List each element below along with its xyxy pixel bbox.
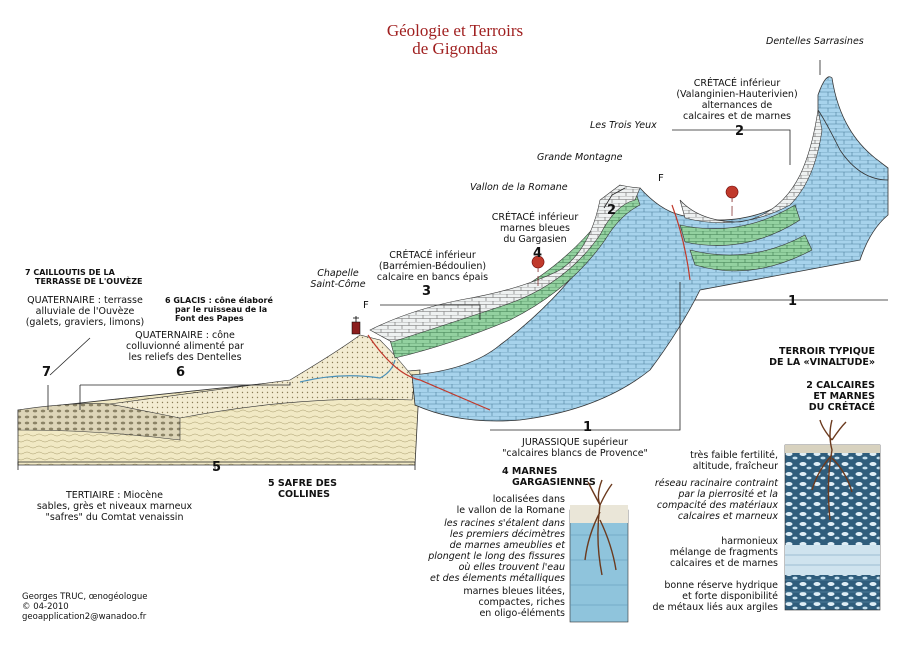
terroir-7: 7 CAILLOUTIS DE LA TERRASSE DE L'OUVÈZE [25,268,143,286]
terroir-6: 6 GLACIS : cône élaboré par le ruisseau … [165,296,273,323]
terroir-5: 5 SAFRE DES COLLINES [268,478,337,500]
cretace-top: très faible fertilité, altitude, fraîche… [690,450,778,472]
label-tertiaire: TERTIAIRE : Miocène sables, grès et nive… [36,490,193,523]
label-chapelle: Chapelle Saint-Côme [310,268,366,290]
number-6: 6 [176,365,186,380]
number-2-top: 2 [735,124,745,139]
label-barremien: CRÉTACÉ inférieur (Barrémien-Bédoulien) … [376,250,489,283]
fault-line-east [671,204,691,281]
gargasien-roots: les racines s'étalent dans les premiers … [428,518,565,584]
label-jurassique: JURASSIQUE supérieur "calcaires blancs d… [502,437,648,459]
number-1-right: 1 [788,294,798,309]
fault-label-west: F [363,300,369,311]
terroir-typique: TERROIR TYPIQUE DE LA «VINALTUDE» [769,346,875,368]
number-7: 7 [42,365,52,380]
number-5: 5 [212,460,222,475]
label-gargasien: CRÉTACÉ inférieur marnes bleues du Garga… [491,212,579,245]
colluvial-cone-layer [109,334,416,419]
fault-label-east: F [658,173,664,184]
number-1-bottom: 1 [583,420,593,435]
location-marker-icon [725,185,739,217]
location-marker-icon [531,255,545,287]
marl-band-3 [689,234,813,272]
number-2-mid: 2 [607,203,617,218]
fault-line-west [367,334,491,411]
gargasien-bottom: marnes bleues litées, compactes, riches … [463,586,565,619]
cretace-mid: harmonieux mélange de fragments calcaire… [669,536,778,569]
number-3: 3 [422,284,432,299]
terroir-4: 4 MARNES GARGASIENNES [502,466,596,488]
gargasien-loc: localisées dans le vallon de la Romane [456,494,565,516]
label-trois-yeux: Les Trois Yeux [590,120,657,131]
vine-root-icon [811,419,853,521]
label-valanginien: CRÉTACÉ inférieur (Valanginien-Hauterivi… [676,78,798,122]
credits: Georges TRUC, œnogéologue © 04-2010 geoa… [22,592,148,622]
label-grande-montagne: Grande Montagne [537,152,623,163]
marl-band-2 [679,204,801,246]
cretaceous-soil-profile [784,444,881,611]
label-dentelles: Dentelles Sarrasines [766,36,864,47]
cretace-bottom: bonne réserve hydrique et forte disponib… [652,580,778,613]
label-quaternaire-cone: QUATERNAIRE : cône colluvionné alimenté … [126,330,244,363]
vine-root-icon [584,479,617,576]
gargasian-soil-profile [569,509,629,623]
page-title: Géologie et Terroirs de Gigondas [386,21,524,58]
terroir-2: 2 CALCAIRES ET MARNES DU CRÉTACÉ [806,380,875,413]
label-quaternaire-terrasse: QUATERNAIRE : terrasse alluviale de l'Ou… [25,295,145,328]
chapel-icon [351,321,361,335]
cretace-roots: réseau racinaire contraint par la pierro… [654,478,778,522]
number-4: 4 [533,246,543,261]
label-vallon: Vallon de la Romane [470,182,568,193]
valanginian-grey-layer [679,109,823,224]
dentelles-peak [817,76,889,181]
barremian-limestone-layer [369,184,641,343]
